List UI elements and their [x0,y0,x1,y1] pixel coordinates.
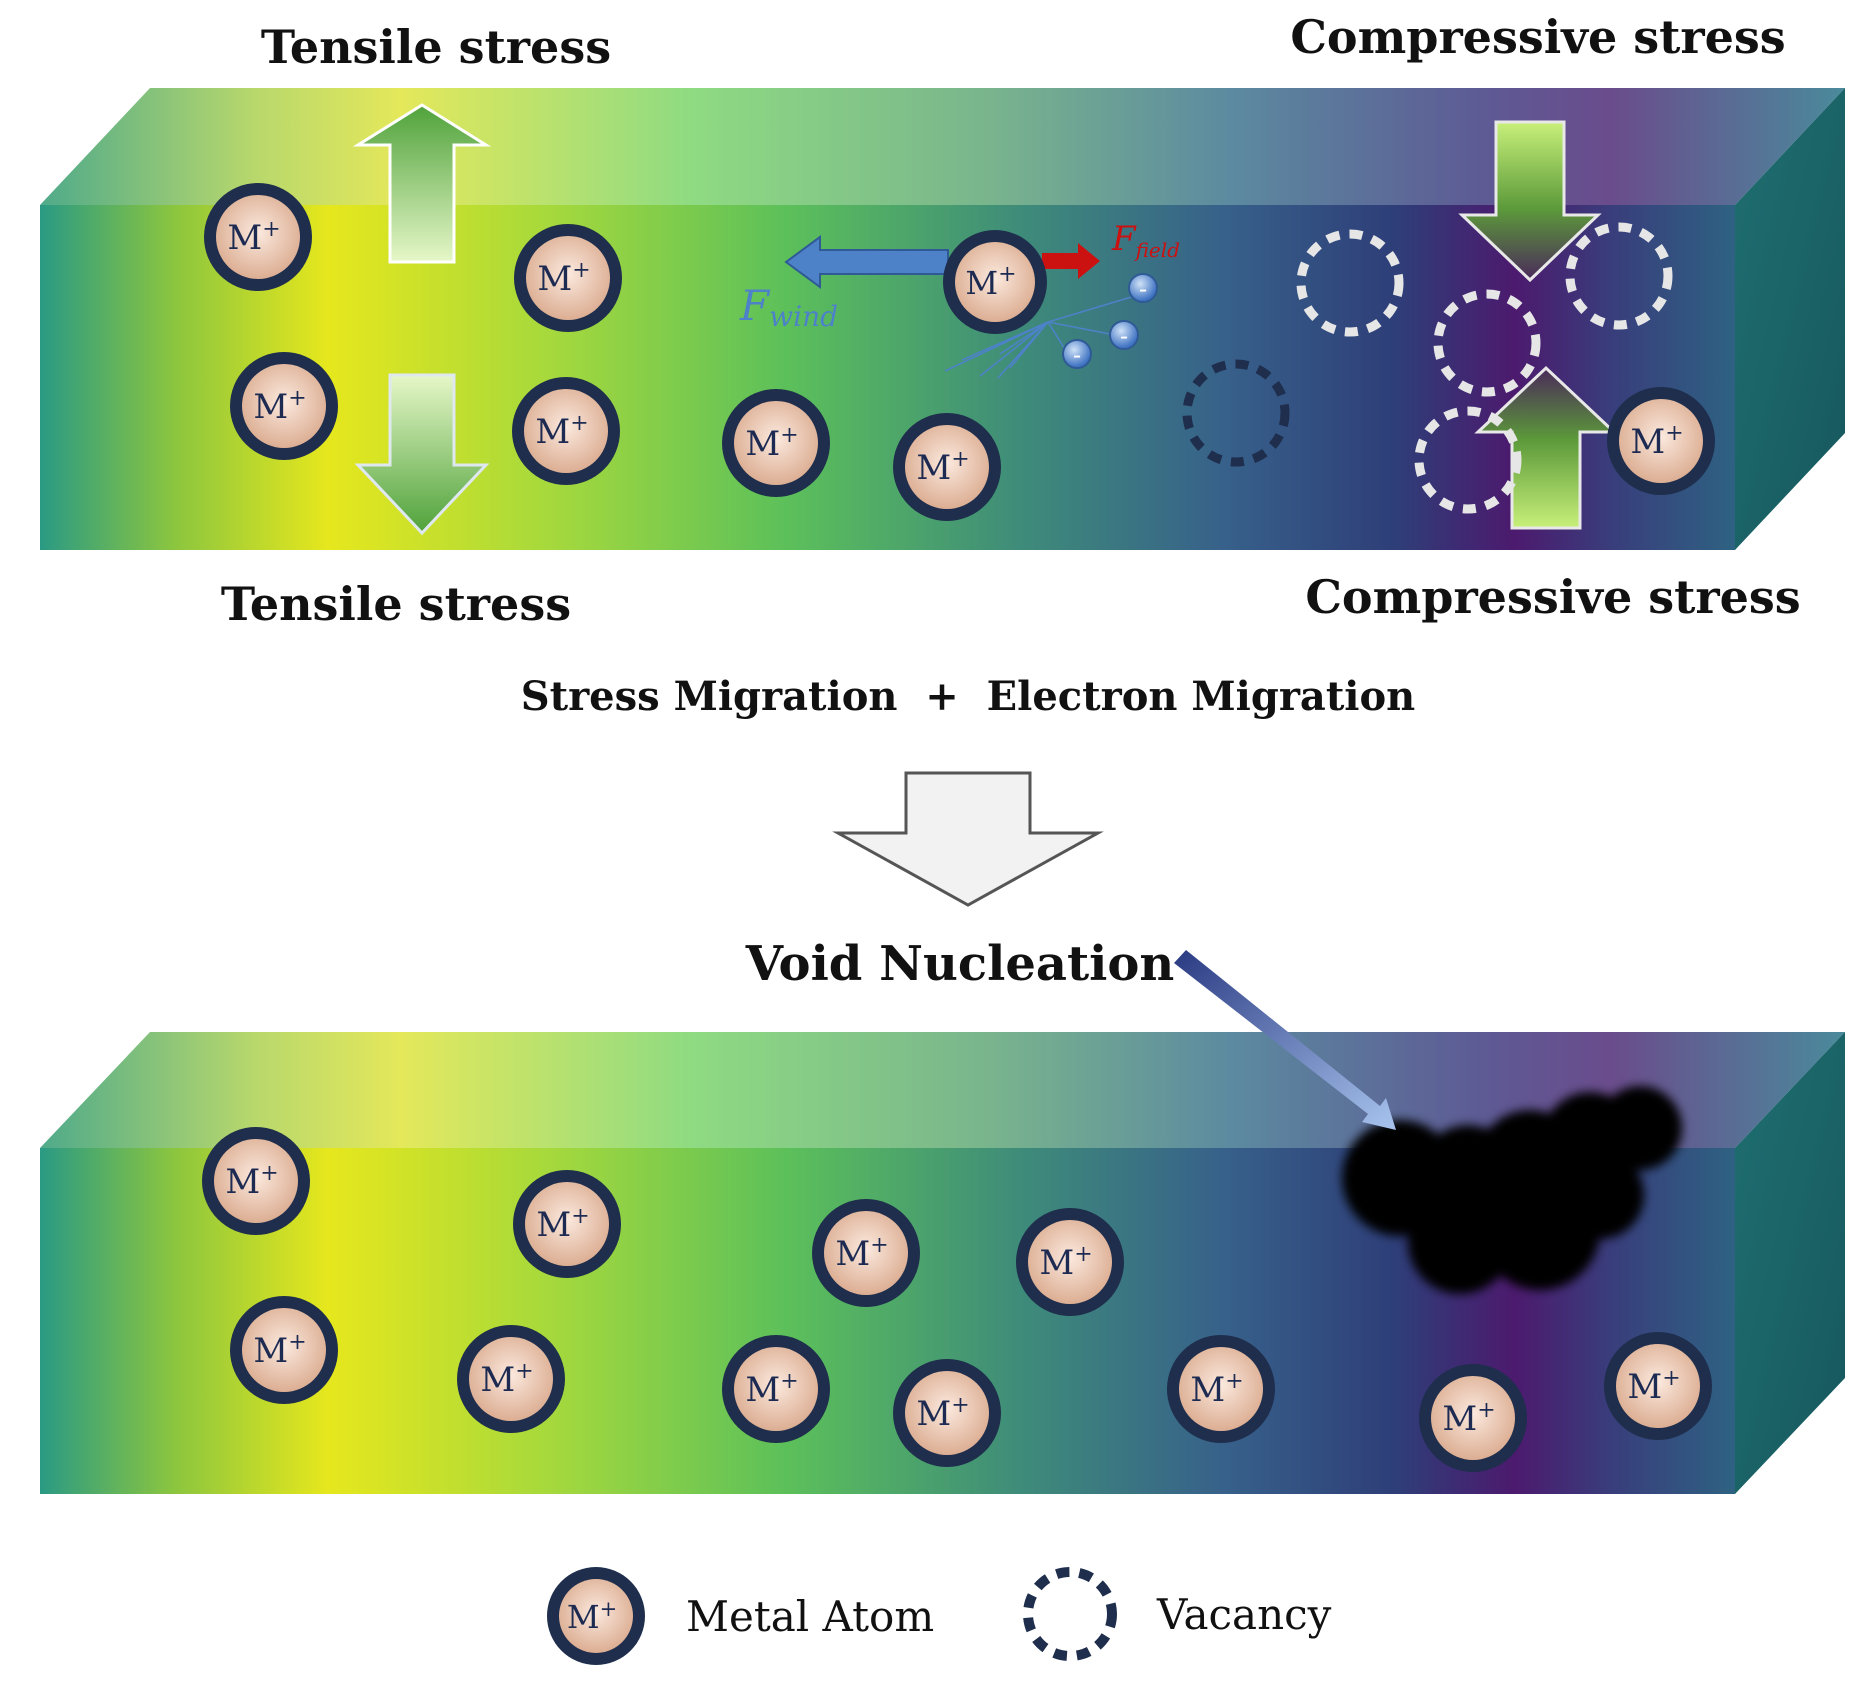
svg-text:M+: M+ [1039,1242,1092,1283]
svg-text:M+: M+ [535,411,588,452]
svg-text:M+: M+ [1627,1366,1680,1407]
metal-atom: M+ [230,352,338,460]
scatter-lines [944,294,1139,379]
vacancy [1565,222,1673,330]
vacancy [1414,406,1522,514]
electron: - [1109,320,1139,350]
metal-atom: M+ [722,1335,830,1443]
tensile-up-arrow [352,103,492,264]
metal-atom: M+ [514,224,622,332]
electron: - [1062,339,1092,369]
metal-atom: M+ [1167,1335,1275,1443]
legend-metal-atom-swatch: M+ [547,1567,645,1665]
bottom-bar-top-face [40,1032,1845,1148]
metal-atom: M+ [1604,1332,1712,1440]
force-vectors [784,235,1139,379]
metal-atom: M+ [204,183,312,291]
vacancy [1433,289,1541,397]
metal-atom: M+ [1607,387,1715,495]
void [1342,1086,1682,1294]
svg-text:M+: M+ [537,258,590,299]
metal-atom: M+ [893,413,1001,521]
svg-text:M+: M+ [1442,1398,1495,1439]
void-nucleation-label: Void Nucleation [745,936,1175,992]
svg-text:-: - [1120,322,1128,350]
svg-text:M+: M+ [1190,1369,1243,1410]
void-pointer-arrow [1174,950,1396,1130]
metal-atom: M+ [722,389,830,497]
electron: - [1128,273,1158,303]
field-force-arrow[interactable] [1042,243,1100,279]
legend-metal-atom-label: Metal Atom [686,1592,934,1641]
legend: M+ Metal Atom Vacancy [547,1567,1332,1665]
vacancy [1296,229,1404,337]
legend-vacancy-label: Vacancy [1156,1590,1332,1639]
metal-atom: M+ [230,1296,338,1404]
svg-text:M+: M+ [480,1359,533,1400]
electrons: - - - [1062,273,1158,369]
wind-force-label: Fwind [739,281,838,333]
svg-text:M+: M+ [745,1369,798,1410]
top-bar-side-face [1735,88,1845,550]
bottom-bar-side-face [1735,1032,1845,1494]
metal-atom: M+ [202,1127,310,1235]
svg-text:M+: M+ [916,447,969,488]
metal-atom: M+ [1016,1208,1124,1316]
svg-text:M+: M+ [965,262,1016,302]
metal-atom: M+ [513,1170,621,1278]
vacancy [1182,359,1290,467]
svg-text:-: - [1073,341,1081,369]
metal-atom: M+ [943,230,1047,334]
svg-text:M+: M+ [253,1330,306,1371]
svg-text:M+: M+ [916,1393,969,1434]
metal-atom: M+ [457,1325,565,1433]
compressive-down-arrow [1458,120,1602,283]
field-force-label: Ffield [1111,219,1180,262]
metal-atom: M+ [1419,1364,1527,1472]
metal-atom: M+ [812,1199,920,1307]
tensile-stress-bottom-label: Tensile stress [221,577,571,631]
svg-text:M+: M+ [227,217,280,258]
metal-atom: M+ [893,1359,1001,1467]
svg-text:M+: M+ [567,1597,617,1636]
wind-force-arrow[interactable] [784,235,949,289]
top-vacancies [1182,222,1673,514]
svg-text:M+: M+ [745,423,798,464]
legend-vacancy-swatch [1023,1567,1117,1661]
compressive-stress-bottom-label: Compressive stress [1305,570,1800,624]
svg-text:M+: M+ [536,1204,589,1245]
compressive-stress-top-label: Compressive stress [1290,10,1785,64]
metal-atom: M+ [512,377,620,485]
process-label: Stress Migration + Electron Migration [521,673,1416,720]
process-down-arrow [832,771,1104,907]
svg-text:M+: M+ [1630,421,1683,462]
tensile-down-arrow [354,373,490,536]
svg-text:-: - [1139,275,1147,303]
svg-text:M+: M+ [253,386,306,427]
metal-atoms: M+ M+ M+ M+ M+ M+ M+ M+ M+ M+ M+ M+ M+ M+ M+ M+ M+ M+ M+ [202,183,1715,1472]
top-bar-top-face [40,88,1845,205]
tensile-stress-top-label: Tensile stress [261,20,611,74]
svg-text:M+: M+ [225,1161,278,1202]
svg-text:M+: M+ [835,1233,888,1274]
